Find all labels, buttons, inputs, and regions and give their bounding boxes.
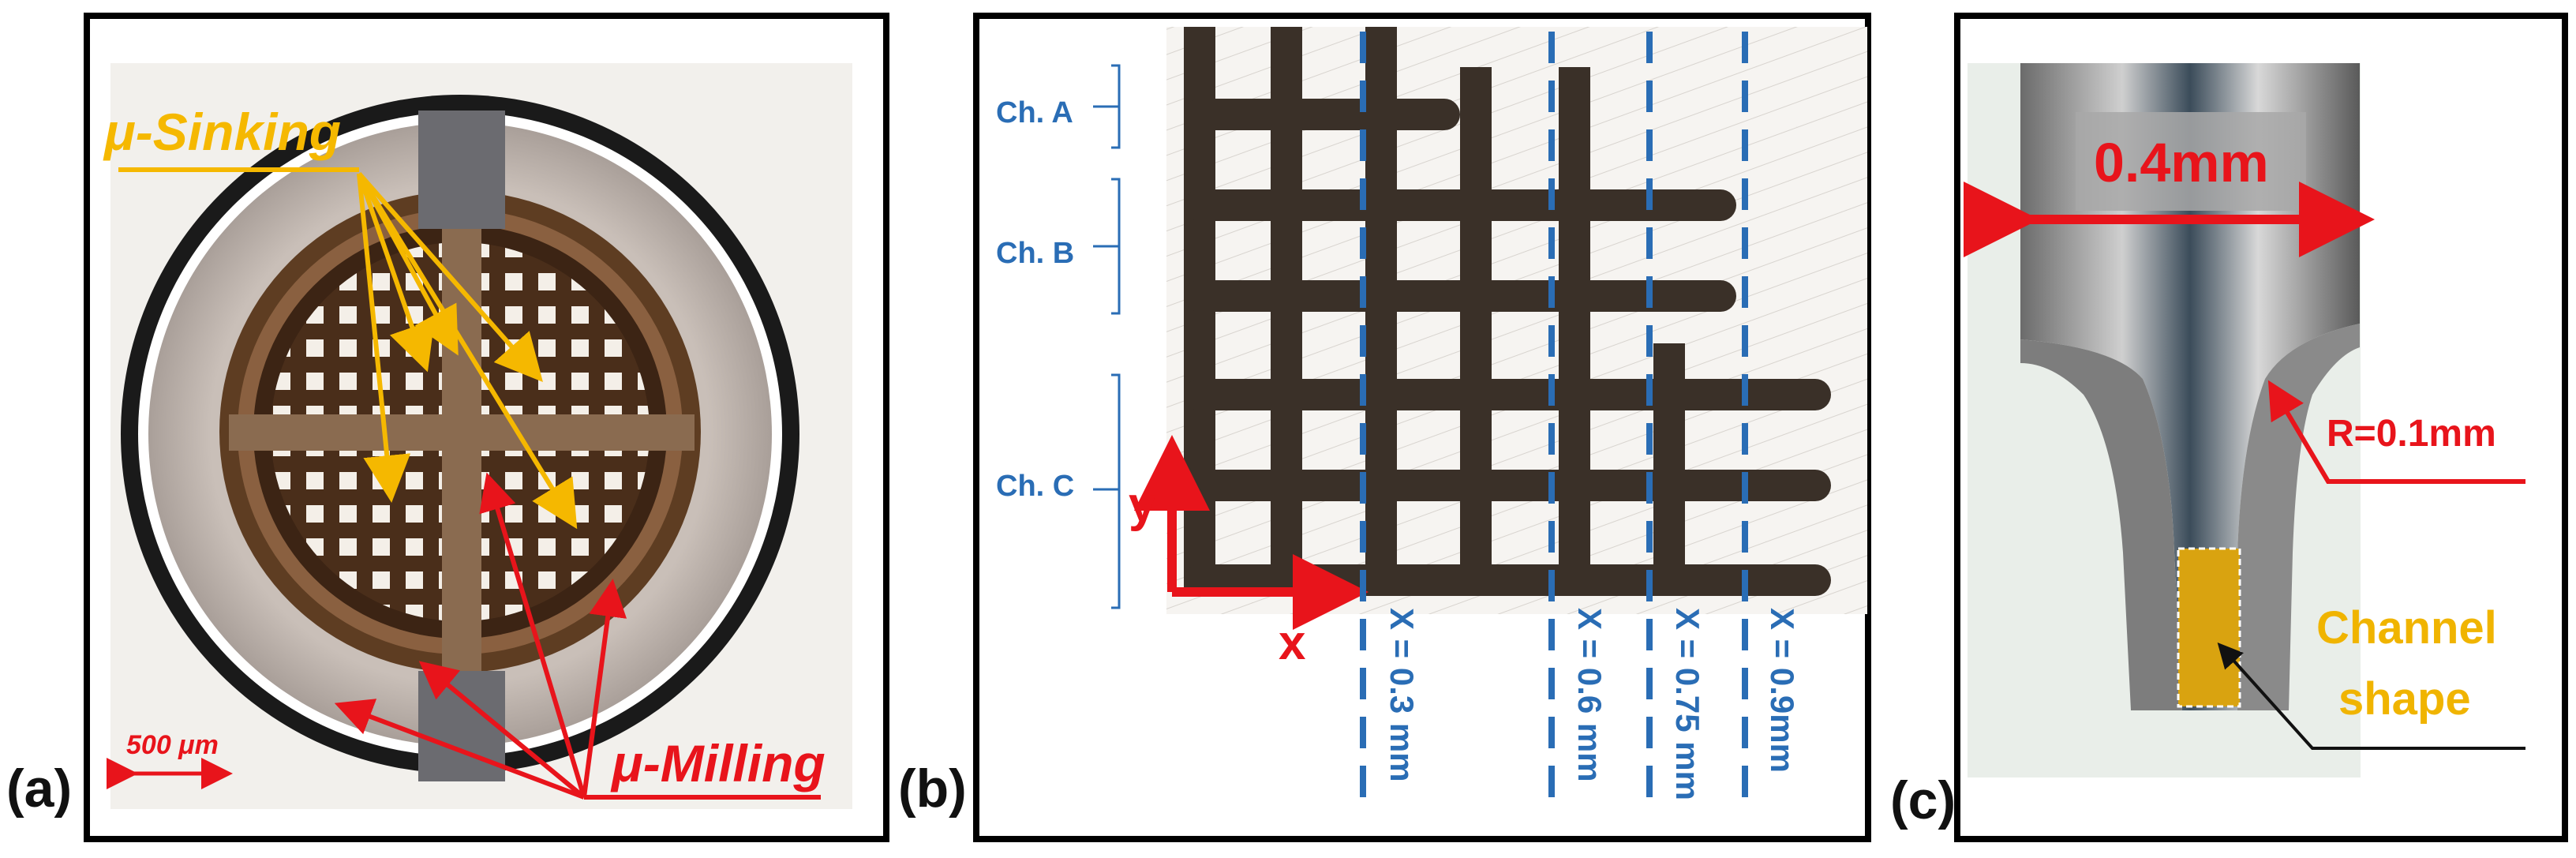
width-label: 0.4mm (2094, 132, 2269, 193)
panel-label-a: (a) (6, 759, 73, 819)
annot-milling: μ-Milling (610, 734, 826, 792)
panel-b-frame (973, 13, 1871, 842)
shape-leader (2217, 643, 2525, 750)
panel-a: μ-Sinking μ-Milling 500 μm (84, 13, 889, 842)
channel-shape-fill (2177, 547, 2241, 708)
shape-label-line1: Channel (2316, 602, 2497, 654)
milling-arrows (334, 472, 627, 800)
panel-label-c: (c) (1890, 770, 1956, 830)
position-label-0-6: X = 0.6 mm (1571, 608, 1608, 782)
sinking-arrows (357, 172, 578, 530)
panel-a-frame (84, 13, 889, 842)
position-label-0-75: X = 0.75 mm (1669, 608, 1706, 800)
tool-flank-right (2237, 324, 2360, 710)
panel-label-b: (b) (898, 759, 967, 819)
panel-c-frame (1954, 13, 2568, 842)
shape-label-line2: shape (2338, 673, 2471, 725)
axis-label-y: y (1129, 478, 1156, 532)
scale-bar-label: 500 μm (126, 730, 219, 760)
channel-label-a: Ch. A (996, 96, 1073, 129)
channel-label-b: Ch. B (996, 237, 1074, 270)
channel-brackets (1093, 64, 1121, 609)
position-label-0-3: X = 0.3 mm (1383, 608, 1421, 782)
panel-b: Ch. A Ch. B Ch. C y x X = 0.3 mm X = 0.6… (973, 13, 1871, 842)
panel-c: 0.4mm R=0.1mm Channel shape (1954, 13, 2568, 842)
tool-flank-left (2020, 339, 2182, 710)
radius-leader (2267, 380, 2525, 484)
xy-axes (1134, 435, 1368, 630)
axis-label-x: x (1279, 616, 1306, 670)
annot-sinking: μ-Sinking (103, 103, 341, 161)
position-lines (1360, 32, 1748, 797)
position-label-0-9: X = 0.9mm (1764, 608, 1801, 773)
radius-label: R=0.1mm (2327, 413, 2496, 455)
horizontal-channel (229, 414, 695, 451)
channel-label-c: Ch. C (996, 470, 1074, 503)
